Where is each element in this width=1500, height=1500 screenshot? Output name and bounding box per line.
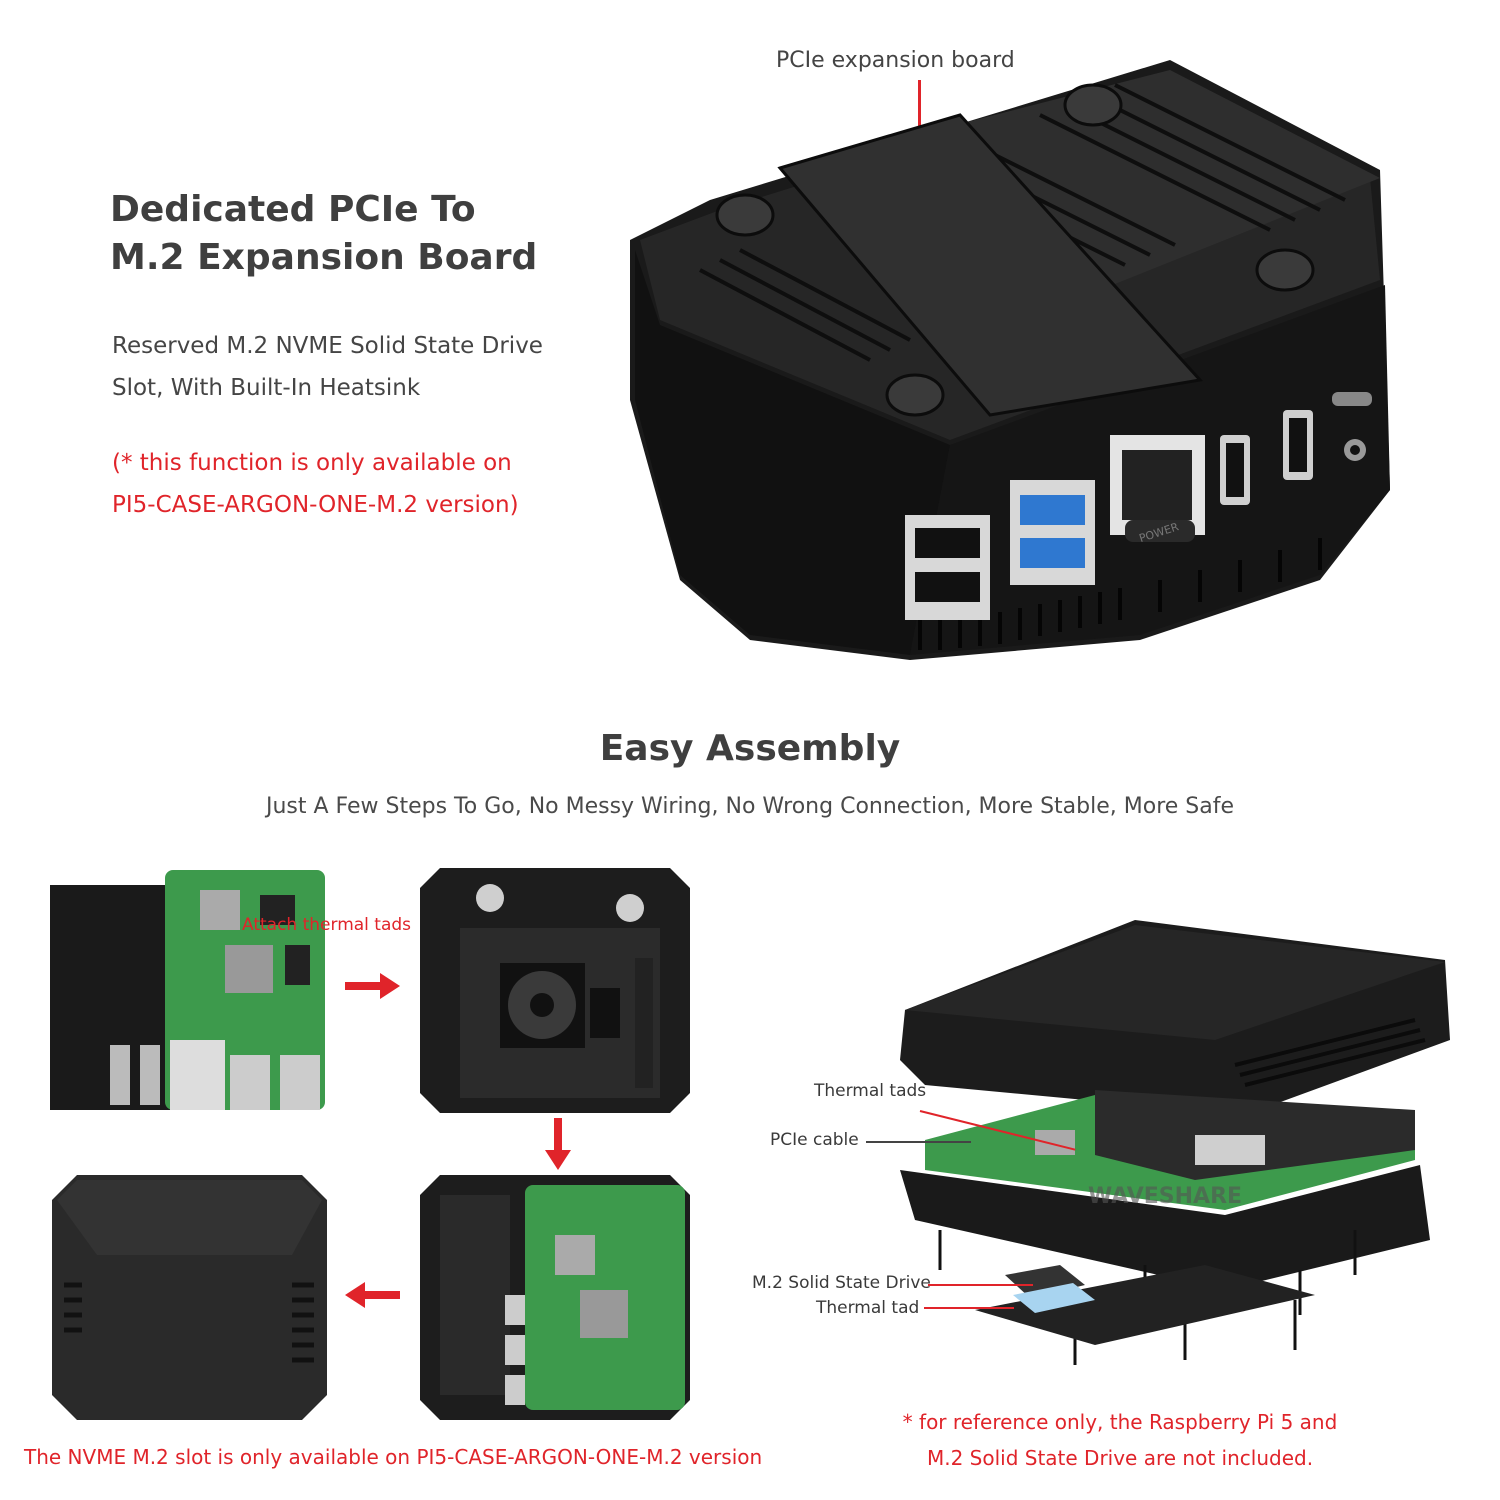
callout-thermal-tads: Thermal tads bbox=[814, 1081, 927, 1101]
callout-pcie-cable: PCIe cable bbox=[770, 1130, 859, 1150]
callout-thermal-tad: Thermal tad bbox=[816, 1298, 920, 1318]
callout-pcie-expansion-board: PCIe expansion board bbox=[776, 48, 1015, 73]
feature-desc-line1: Reserved M.2 NVME Solid State Drive bbox=[112, 333, 543, 359]
callout-m2-ssd: M.2 Solid State Drive bbox=[752, 1273, 931, 1293]
feature-desc-line2: Slot, With Built-In Heatsink bbox=[112, 375, 421, 401]
exploded-view-image: WAVESHARE bbox=[900, 920, 1450, 1365]
step1-raspberry-pi-image bbox=[50, 870, 325, 1110]
step3-pi-in-case-image bbox=[420, 1175, 690, 1420]
disclaimer-line1: * for reference only, the Raspberry Pi 5… bbox=[902, 1410, 1338, 1434]
step-arrow-right-icon bbox=[345, 973, 400, 999]
callout-pcie-cable-line bbox=[866, 1141, 971, 1143]
step-arrow-down-icon bbox=[545, 1118, 571, 1170]
waveshare-watermark: WAVESHARE bbox=[1088, 1184, 1242, 1209]
step4-closed-case-image bbox=[52, 1175, 327, 1420]
step1-attach-thermal-label: Attach thermal tads bbox=[242, 915, 412, 935]
assembly-heading: Easy Assembly bbox=[599, 728, 901, 769]
nvme-availability-note: The NVME M.2 slot is only available on P… bbox=[24, 1445, 763, 1469]
feature-heading-line2: M.2 Expansion Board bbox=[110, 237, 538, 278]
feature-note-line1: (* this function is only available on bbox=[112, 450, 512, 476]
step2-case-interior-image bbox=[420, 868, 690, 1113]
callout-thermal-tad-line bbox=[924, 1307, 1014, 1309]
callout-m2-ssd-line bbox=[928, 1284, 1033, 1286]
step-arrow-left-icon bbox=[345, 1282, 400, 1308]
disclaimer-line2: M.2 Solid State Drive are not included. bbox=[926, 1446, 1314, 1470]
feature-heading-line1: Dedicated PCIe To bbox=[110, 189, 476, 230]
assembly-subheading: Just A Few Steps To Go, No Messy Wiring,… bbox=[265, 794, 1235, 819]
argon-case-hero-image: POWER bbox=[630, 60, 1390, 660]
feature-note-line2: PI5-CASE-ARGON-ONE-M.2 version) bbox=[112, 492, 519, 518]
